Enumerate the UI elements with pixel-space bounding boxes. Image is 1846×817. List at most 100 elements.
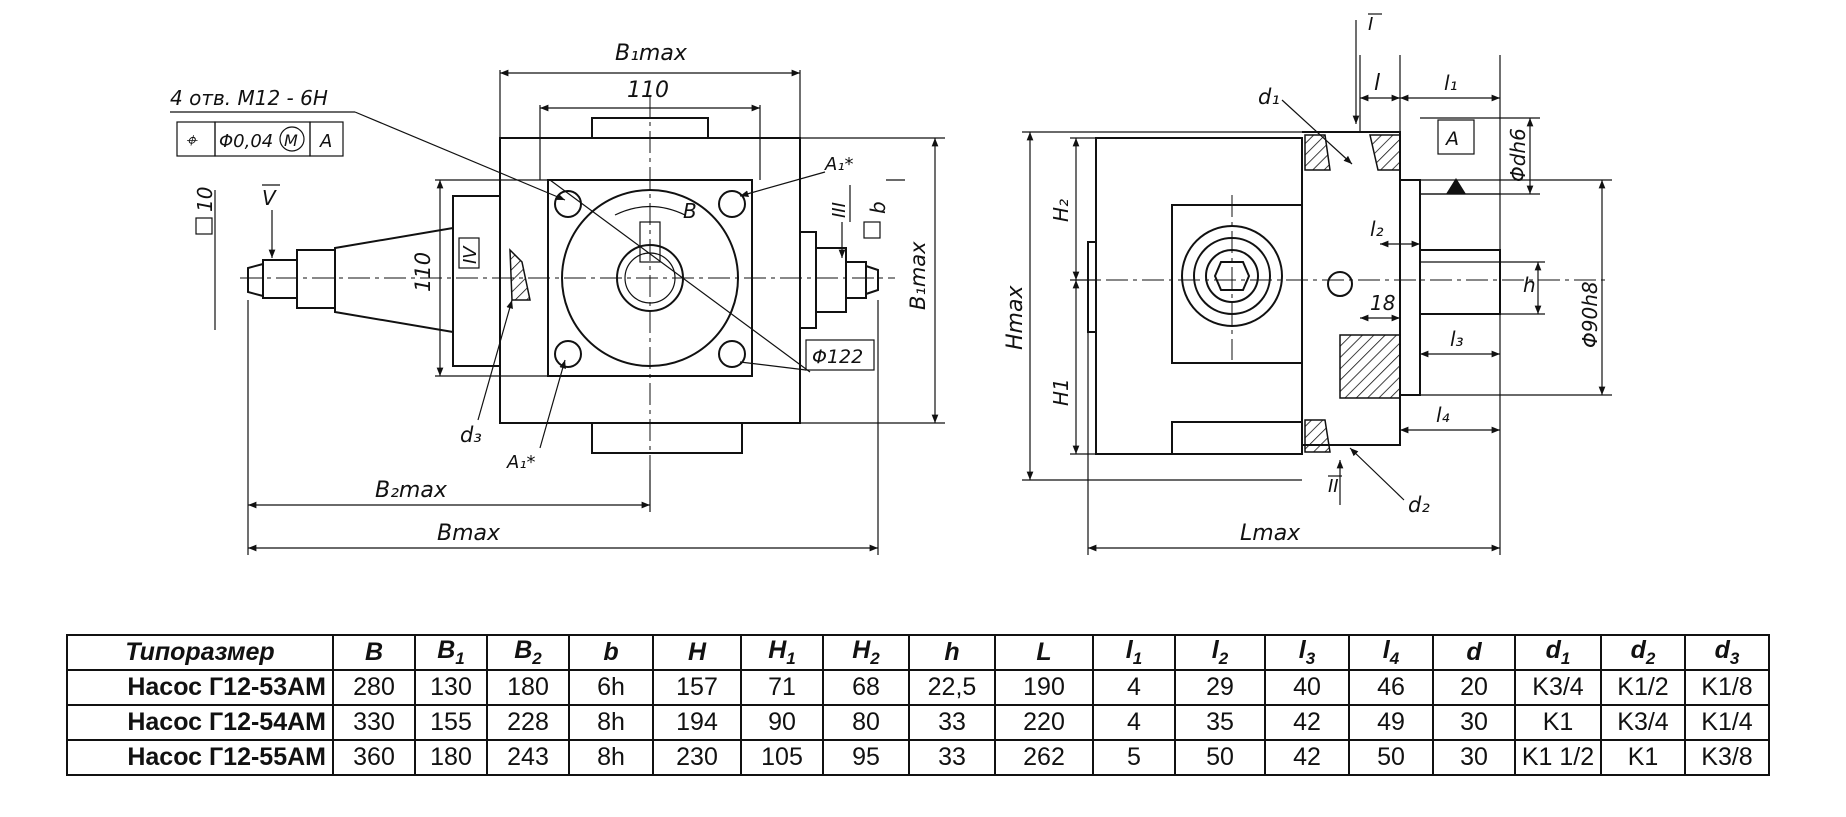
table-cell: 180	[486, 669, 570, 706]
table-cell: K3/8	[1684, 739, 1770, 776]
dim-d90h8: Φ90h8	[1578, 281, 1602, 348]
header-symbol: d	[1466, 638, 1482, 666]
column-header: H1	[740, 634, 824, 671]
table-cell: 33	[908, 739, 996, 776]
pump-model: Насос Г12-53АМ	[66, 669, 334, 706]
datum-triangle	[1446, 178, 1466, 194]
d1: d₁	[1258, 85, 1280, 109]
dim-b1max-side: B₁max	[906, 241, 930, 310]
column-header: l1	[1092, 634, 1176, 671]
side-shaft	[1419, 249, 1501, 315]
holes-note: 4 отв. М12 - 6Н	[170, 86, 328, 110]
table-cell: 280	[332, 669, 416, 706]
header-symbol: d	[1714, 636, 1730, 664]
section-top-right	[1369, 134, 1401, 171]
table-cell: 105	[740, 739, 824, 776]
dim-110-top: 110	[627, 78, 669, 103]
table-cell: 50	[1174, 739, 1266, 776]
right-pipe	[845, 261, 867, 299]
column-header: B1	[414, 634, 488, 671]
table-cell: 40	[1264, 669, 1350, 706]
hole-top-right	[718, 190, 746, 218]
header-subscript: 2	[1645, 649, 1656, 668]
pump-model: Насос Г12-54АМ	[66, 704, 334, 741]
header-symbol: B	[437, 636, 456, 664]
header-subscript: 2	[870, 649, 880, 668]
table-cell: 5	[1092, 739, 1176, 776]
column-header: L	[994, 634, 1094, 671]
column-header: h	[908, 634, 996, 671]
dim-l: l	[1374, 71, 1380, 96]
side-fitting-hex	[1213, 261, 1251, 291]
table-cell: 22,5	[908, 669, 996, 706]
datum-a: A	[1444, 128, 1459, 150]
column-header: H	[652, 634, 742, 671]
header-symbol: l	[1211, 636, 1219, 664]
side-small-hole	[1327, 271, 1353, 297]
left-fitting-cone	[334, 227, 454, 333]
table-cell: 190	[994, 669, 1094, 706]
left-nut	[296, 249, 336, 309]
view-i: I	[1368, 14, 1373, 35]
view-iv: IV	[460, 245, 481, 264]
dim-18: 18	[1370, 291, 1395, 315]
table-cell: K3/4	[1514, 669, 1602, 706]
tolerance-modifier: M	[284, 131, 298, 150]
d3: d₃	[460, 423, 482, 447]
table-cell: 130	[414, 669, 488, 706]
dim-lmax: Lmax	[1240, 521, 1301, 546]
column-header: Типоразмер	[66, 634, 334, 671]
table-cell: 360	[332, 739, 416, 776]
left-port-section	[509, 248, 531, 301]
table-cell: K1/4	[1684, 704, 1770, 741]
side-left-boss	[1087, 241, 1097, 333]
square-symbol-10	[195, 217, 213, 235]
sq-b: b	[866, 201, 890, 214]
dim-l2: l₂	[1370, 217, 1384, 241]
header-symbol: l	[1382, 636, 1390, 664]
table-cell: 8h	[568, 704, 654, 741]
table-cell: 243	[486, 739, 570, 776]
table-cell: K1 1/2	[1514, 739, 1602, 776]
header-symbol: b	[603, 638, 619, 666]
table-cell: 35	[1174, 704, 1266, 741]
tolerance-value: Φ0,04	[219, 131, 273, 152]
table-cell: 230	[652, 739, 742, 776]
table-cell: K1/2	[1600, 669, 1686, 706]
datum-a-frame	[1437, 119, 1475, 155]
section-top-left	[1304, 134, 1331, 171]
position-symbol: ⌖	[185, 128, 198, 152]
label-b: B	[683, 199, 697, 223]
table-cell: 4	[1092, 704, 1176, 741]
header-subscript: 1	[1560, 649, 1571, 668]
dim-b2max: B₂max	[375, 478, 448, 503]
a1-bottom: A₁*	[506, 452, 536, 473]
pump-drawing: B₁max 110 B₁max 110 4 отв. М12 - 6Н ⌖ Φ0…	[170, 13, 1612, 555]
table-cell: 50	[1348, 739, 1434, 776]
left-pipe-end	[247, 263, 264, 297]
header-subscript: 2	[532, 649, 542, 668]
table-cell: 8h	[568, 739, 654, 776]
table-cell: 20	[1432, 669, 1516, 706]
view-v: V	[262, 186, 277, 210]
square-symbol-b	[863, 221, 881, 239]
column-header: b	[568, 634, 654, 671]
table-cell: 80	[822, 704, 910, 741]
hole-bottom-left	[554, 340, 582, 368]
column-header: B2	[486, 634, 570, 671]
front-view: B₁max 110 B₁max 110 4 отв. М12 - 6Н ⌖ Φ0…	[170, 41, 945, 555]
table-cell: K1	[1600, 739, 1686, 776]
a1-top: A₁*	[824, 154, 854, 175]
tolerance-frame: ⌖ Φ0,04 M A	[176, 121, 344, 157]
section-middle	[1339, 334, 1401, 399]
dim-hmax: Hmax	[1003, 285, 1028, 350]
table-cell: 30	[1432, 739, 1516, 776]
left-port-flange	[452, 195, 501, 367]
hole-bottom-right	[718, 340, 746, 368]
header-subscript: 4	[1389, 649, 1400, 668]
